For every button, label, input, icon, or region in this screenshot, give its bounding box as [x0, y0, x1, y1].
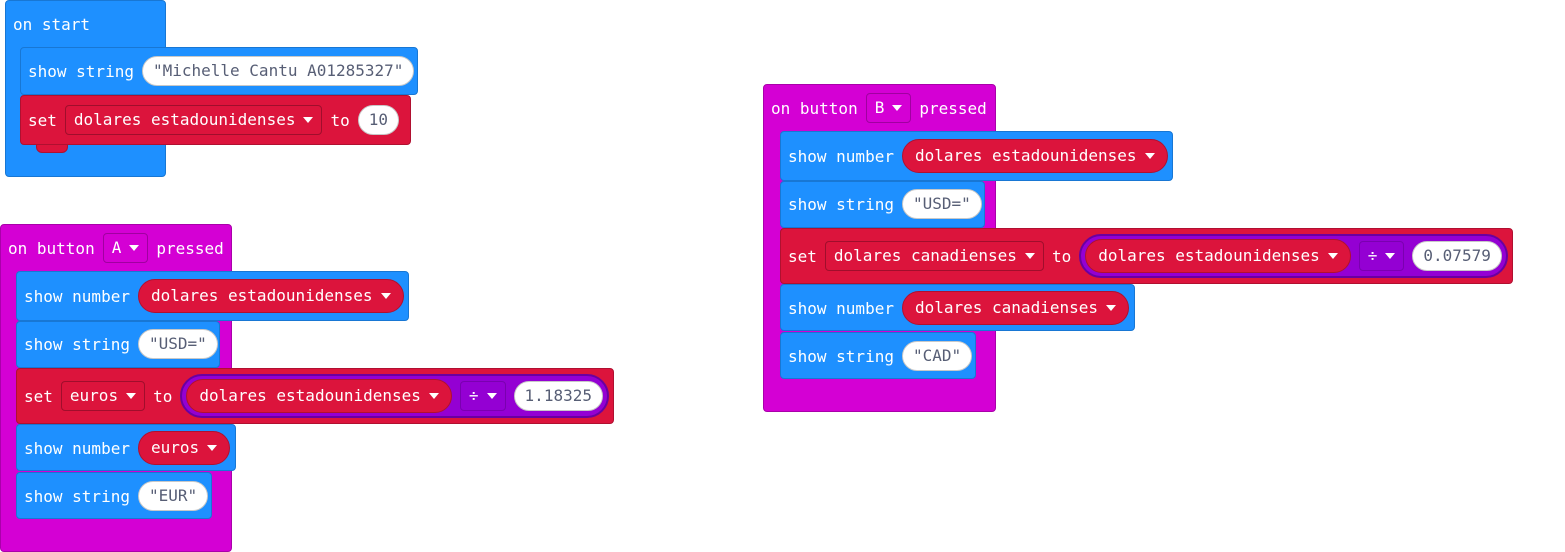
- operator-dropdown[interactable]: ÷: [459, 381, 506, 411]
- set-label: set: [28, 110, 57, 130]
- chevron-down-icon: [1144, 153, 1155, 159]
- variable-reporter[interactable]: euros: [137, 431, 231, 465]
- button-a-hat-row: on button A pressed: [0, 228, 224, 268]
- show-string-row: show string "CAD": [780, 332, 973, 380]
- chevron-down-icon: [1327, 253, 1338, 259]
- variable-name: dolares estadounidenses: [150, 286, 373, 305]
- on-start-hat-row: on start: [5, 8, 90, 40]
- chevron-down-icon: [486, 393, 497, 399]
- chevron-down-icon: [129, 245, 140, 251]
- to-label: to: [330, 110, 350, 130]
- variable-reporter[interactable]: dolares estadounidenses: [901, 139, 1168, 173]
- show-string-label: show string: [24, 334, 130, 354]
- variable-reporter[interactable]: dolares estadounidenses: [186, 379, 452, 413]
- variable-name: dolares estadounidenses: [1098, 246, 1320, 265]
- on-button-label: on button: [771, 98, 858, 118]
- divide-icon: ÷: [468, 386, 479, 405]
- string-input[interactable]: "EUR": [137, 481, 209, 511]
- chevron-down-icon: [126, 393, 137, 399]
- chevron-down-icon: [892, 105, 903, 111]
- variable-name: dolares estadounidenses: [199, 386, 421, 405]
- variable-name: dolares canadienses: [833, 246, 1017, 265]
- show-number-row: show number dolares canadienses: [780, 284, 1129, 332]
- variable-name: euros: [69, 386, 119, 405]
- division-operator-block[interactable]: dolares estadounidenses ÷ 1.18325: [180, 374, 609, 418]
- operator-dropdown[interactable]: ÷: [1358, 241, 1405, 271]
- to-label: to: [153, 386, 173, 406]
- button-dropdown[interactable]: B: [865, 93, 912, 123]
- variable-name: euros: [150, 438, 200, 457]
- to-label: to: [1051, 246, 1072, 266]
- button-dropdown[interactable]: A: [102, 233, 149, 263]
- show-string-row: show string "EUR": [16, 472, 209, 520]
- chevron-down-icon: [380, 293, 391, 299]
- set-variable-row: set dolares canadienses to dolares estad…: [780, 230, 1508, 282]
- variable-name: dolares estadounidenses: [914, 146, 1137, 165]
- variable-dropdown[interactable]: dolares estadounidenses: [64, 105, 323, 135]
- set-label: set: [788, 246, 817, 266]
- show-number-row: show number dolares estadounidenses: [16, 272, 404, 320]
- variable-dropdown[interactable]: dolares canadienses: [824, 241, 1044, 271]
- variable-name: dolares canadienses: [914, 298, 1098, 317]
- show-string-label: show string: [788, 194, 894, 214]
- on-start-label: on start: [13, 14, 91, 34]
- variable-reporter[interactable]: dolares canadienses: [901, 291, 1129, 325]
- set-label: set: [24, 386, 53, 406]
- button-name: A: [111, 238, 122, 257]
- divide-icon: ÷: [1367, 246, 1378, 265]
- show-number-label: show number: [788, 298, 894, 318]
- number-input[interactable]: 0.07579: [1412, 241, 1502, 271]
- show-string-row: show string "USD=": [780, 180, 982, 228]
- block-notch: [36, 144, 68, 153]
- number-input[interactable]: 10: [357, 105, 399, 135]
- button-name: B: [874, 98, 885, 117]
- on-button-label: on button: [8, 238, 95, 258]
- variable-dropdown[interactable]: euros: [60, 381, 146, 411]
- variable-name: dolares estadounidenses: [73, 110, 296, 129]
- show-string-label: show string: [24, 486, 130, 506]
- string-input[interactable]: "CAD": [901, 341, 973, 371]
- set-variable-row: set dolares estadounidenses to 10: [20, 96, 399, 144]
- set-variable-row: set euros to dolares estadounidenses ÷ 1…: [16, 370, 609, 422]
- button-b-hat-row: on button B pressed: [763, 88, 987, 128]
- show-number-label: show number: [24, 286, 130, 306]
- chevron-down-icon: [1024, 253, 1035, 259]
- string-input[interactable]: "USD=": [901, 189, 982, 219]
- variable-reporter[interactable]: dolares estadounidenses: [137, 279, 404, 313]
- show-number-row: show number dolares estadounidenses: [780, 132, 1168, 180]
- number-input[interactable]: 1.18325: [513, 381, 603, 411]
- chevron-down-icon: [207, 445, 218, 451]
- string-input[interactable]: "Michelle Cantu A01285327": [141, 56, 415, 86]
- show-number-label: show number: [24, 438, 130, 458]
- show-number-row: show number euros: [16, 424, 231, 472]
- variable-reporter[interactable]: dolares estadounidenses: [1085, 239, 1351, 273]
- division-operator-block[interactable]: dolares estadounidenses ÷ 0.07579: [1079, 234, 1508, 278]
- pressed-label: pressed: [156, 238, 224, 258]
- show-string-row: show string "Michelle Cantu A01285327": [20, 47, 415, 95]
- string-input[interactable]: "USD=": [137, 329, 218, 359]
- pressed-label: pressed: [919, 98, 987, 118]
- show-number-label: show number: [788, 146, 894, 166]
- chevron-down-icon: [303, 117, 314, 123]
- chevron-down-icon: [428, 393, 439, 399]
- chevron-down-icon: [1106, 305, 1116, 311]
- show-string-label: show string: [28, 61, 134, 81]
- show-string-row: show string "USD=": [16, 320, 218, 368]
- chevron-down-icon: [1385, 253, 1396, 259]
- show-string-label: show string: [788, 346, 894, 366]
